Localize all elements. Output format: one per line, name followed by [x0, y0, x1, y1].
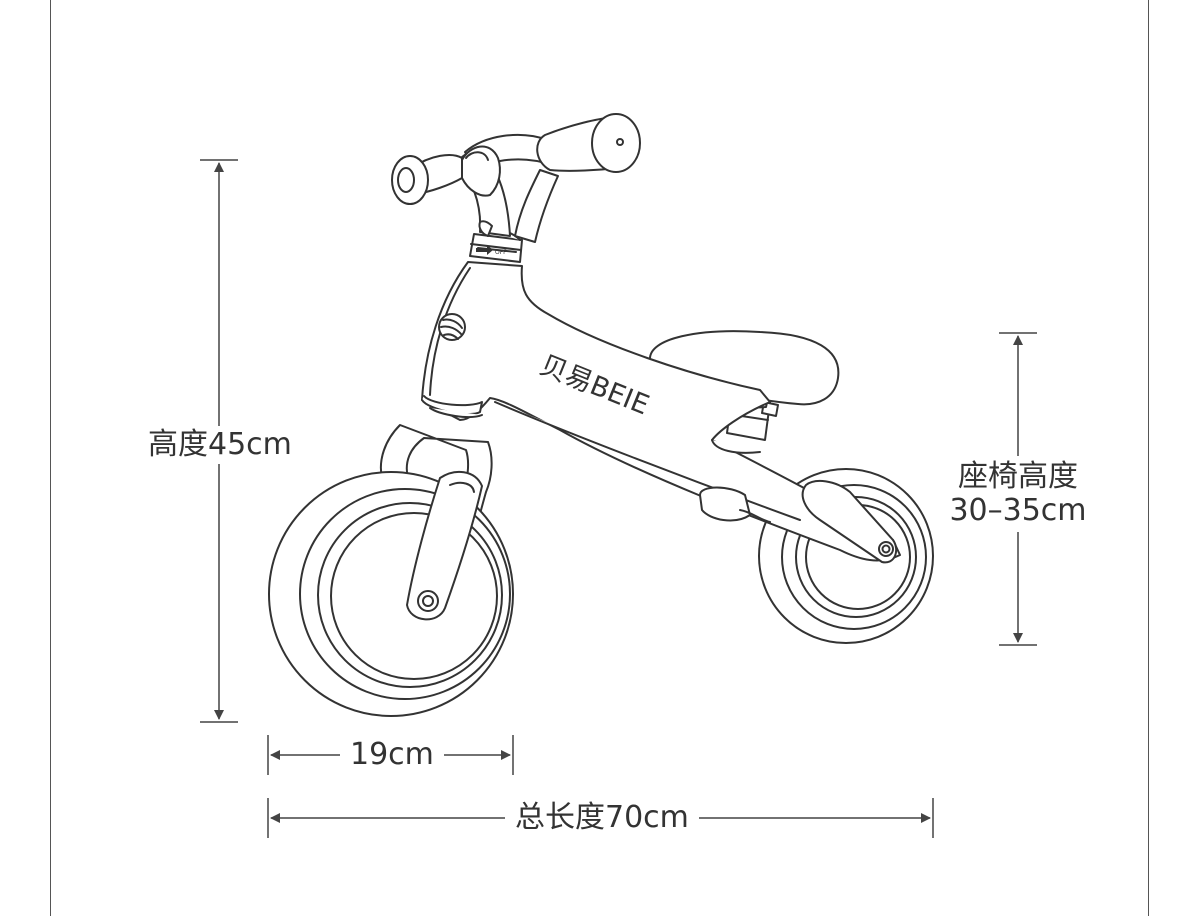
handlebar-grip-right [536, 113, 641, 173]
handlebar-clamp [461, 145, 501, 197]
bell-emblem [438, 313, 466, 341]
seat-height-title: 座椅高度 [958, 459, 1078, 494]
wheel-size-label: 19cm [340, 738, 444, 772]
height-label: 高度45cm [148, 426, 292, 464]
main-frame [421, 261, 901, 562]
off-dial: OFF [476, 245, 507, 256]
frame-right-border [1148, 0, 1149, 916]
total-length-label: 总长度70cm [505, 801, 699, 835]
handlebar-grip-left [391, 154, 463, 205]
fork-leg [406, 470, 483, 621]
frame-left-border [50, 0, 51, 916]
rear-fork [801, 479, 898, 564]
off-dial-text: OFF [495, 249, 507, 256]
seat-height-label: 座椅高度 30–35cm [944, 456, 1092, 532]
seat-height-value: 30–35cm [949, 493, 1087, 528]
